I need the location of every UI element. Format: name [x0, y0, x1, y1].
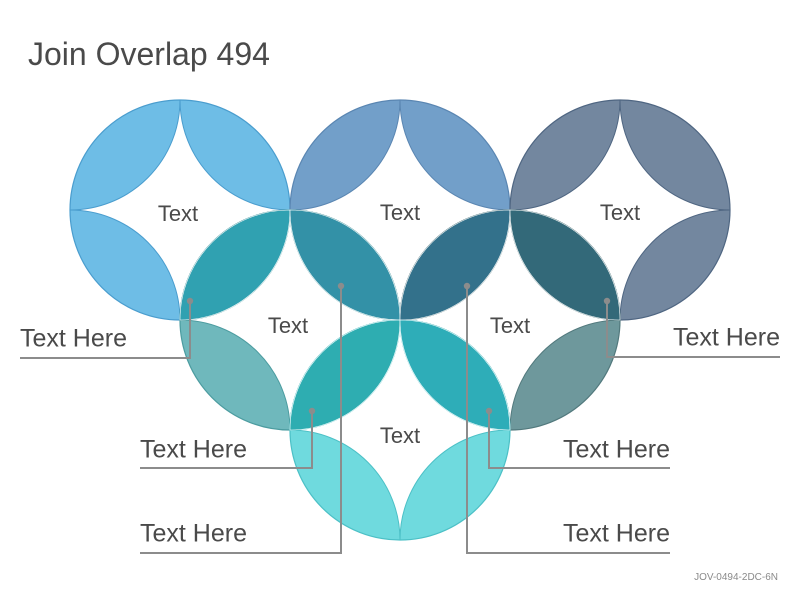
- callout-label: Text Here: [563, 520, 670, 548]
- node-label-4: Text: [268, 313, 308, 338]
- callout-1: Text Here: [20, 297, 194, 359]
- callout-dot: [337, 282, 345, 290]
- node-label-6: Text: [380, 423, 420, 448]
- callout-3: Text Here: [140, 282, 345, 554]
- callout-2: Text Here: [140, 407, 316, 469]
- node-label-3: Text: [600, 200, 640, 225]
- callout-4: Text Here: [603, 297, 780, 358]
- callout-dot: [463, 282, 471, 290]
- callout-label: Text Here: [140, 520, 247, 548]
- callout-leader-line: [466, 286, 670, 554]
- callout-5: Text Here: [485, 407, 670, 469]
- overlap-lens-6: [399, 319, 511, 431]
- callout-label: Text Here: [563, 436, 670, 464]
- callout-dot: [603, 297, 611, 305]
- node-label-1: Text: [158, 201, 198, 226]
- overlaps-layer: [179, 209, 621, 431]
- callout-leader-line: [606, 301, 780, 358]
- callout-label: Text Here: [673, 324, 780, 352]
- node-label-2: Text: [380, 200, 420, 225]
- callout-leader-line: [488, 411, 670, 469]
- callout-label: Text Here: [140, 436, 247, 464]
- overlap-lens-4: [509, 209, 621, 321]
- node-label-5: Text: [490, 313, 530, 338]
- callout-leader-line: [140, 286, 342, 554]
- callout-dot: [186, 297, 194, 305]
- callout-label: Text Here: [20, 325, 127, 353]
- callout-6: Text Here: [463, 282, 670, 554]
- footer-code: JOV-0494-2DC-6N: [694, 572, 778, 583]
- callout-dot: [308, 407, 316, 415]
- callout-leader-line: [140, 411, 313, 469]
- page-title: Join Overlap 494: [28, 36, 270, 72]
- callout-leader-line: [20, 301, 191, 359]
- callout-dot: [485, 407, 493, 415]
